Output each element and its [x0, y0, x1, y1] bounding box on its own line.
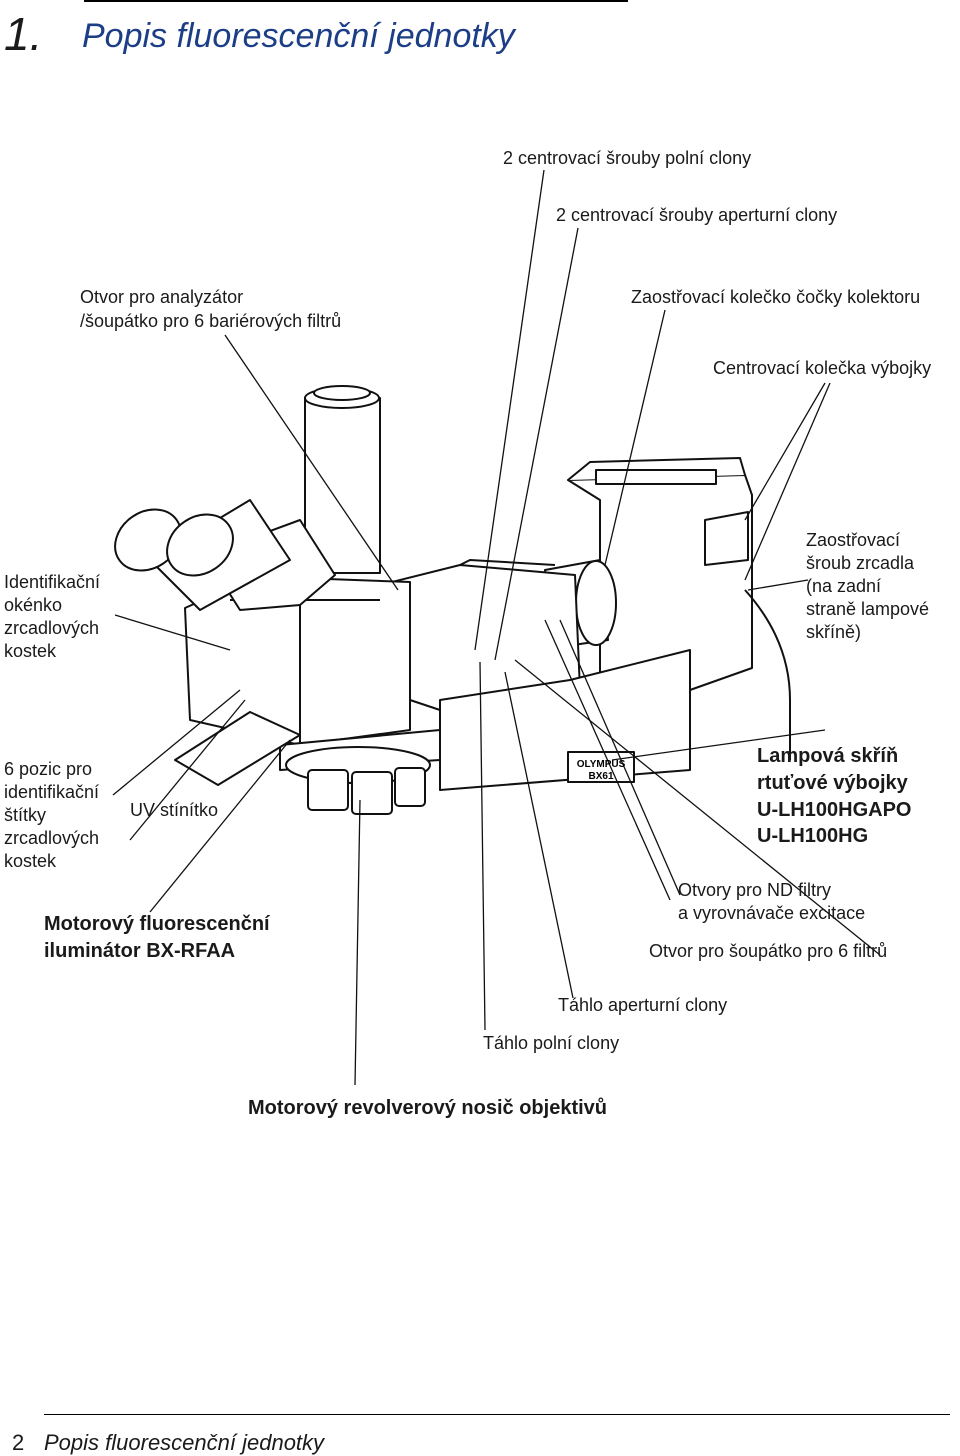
- label-positions-3: štítky: [4, 805, 47, 825]
- page-title: Popis fluorescenční jednotky: [82, 17, 515, 55]
- label-illuminator-2: iluminátor BX-RFAA: [44, 940, 236, 962]
- label-lamp-centering-knobs: Centrovací kolečka výbojky: [713, 358, 932, 378]
- chapter-number: 1.: [4, 8, 43, 60]
- label-nd-slots-1: Otvory pro ND filtry: [678, 880, 832, 900]
- footer-title: Popis fluorescenční jednotky: [44, 1430, 325, 1455]
- header-rule: [84, 0, 628, 2]
- label-nd-slots-2: a vyrovnávače excitace: [678, 903, 866, 923]
- label-lamp-housing-1: Lampová skříň: [757, 745, 899, 767]
- label-illuminator-1: Motorový fluorescenční: [44, 913, 270, 935]
- label-filter-slot: Otvor pro šoupátko pro 6 filtrů: [649, 941, 888, 961]
- label-positions-2: identifikační: [4, 782, 100, 802]
- footer-rule: [44, 1414, 950, 1415]
- label-analyzer-slot-2: /šoupátko pro 6 bariérových filtrů: [80, 311, 342, 331]
- label-positions-5: kostek: [4, 851, 57, 871]
- label-positions-4: zrcadlových: [4, 828, 100, 848]
- label-mirror-focus-1: Zaostřovací: [806, 530, 901, 550]
- label-id-window-3: zrcadlových: [4, 618, 100, 638]
- label-collector-focus-knob: Zaostřovací kolečko čočky kolektoru: [631, 287, 921, 307]
- label-id-window-2: okénko: [4, 595, 63, 615]
- label-field-centering-screws: 2 centrovací šrouby polní clony: [503, 148, 752, 168]
- label-id-window-4: kostek: [4, 641, 57, 661]
- label-mirror-focus-2: šroub zrcadla: [806, 553, 915, 573]
- label-uv-shield: UV stínítko: [130, 800, 219, 820]
- label-field-rod: Táhlo polní clony: [483, 1033, 620, 1053]
- label-lamp-housing-4: U-LH100HG: [757, 825, 869, 847]
- label-aperture-centering-screws: 2 centrovací šrouby aperturní clony: [556, 205, 838, 225]
- model-badge: BX61: [588, 771, 613, 782]
- label-nosepiece: Motorový revolverový nosič objektivů: [248, 1097, 607, 1119]
- label-mirror-focus-5: skříně): [806, 622, 862, 642]
- brand-logo: OLYMPUS: [577, 759, 626, 770]
- label-lamp-housing-3: U-LH100HGAPO: [757, 799, 912, 821]
- label-aperture-rod: Táhlo aperturní clony: [558, 995, 728, 1015]
- label-lamp-housing-2: rtuťové výbojky: [757, 772, 908, 794]
- label-mirror-focus-3: (na zadní: [806, 576, 882, 596]
- label-mirror-focus-4: straně lampové: [806, 599, 930, 619]
- label-positions-1: 6 pozic pro: [4, 759, 93, 779]
- page-number: 2: [12, 1430, 25, 1455]
- label-id-window-1: Identifikační: [4, 572, 101, 592]
- label-analyzer-slot-1: Otvor pro analyzátor: [80, 287, 244, 307]
